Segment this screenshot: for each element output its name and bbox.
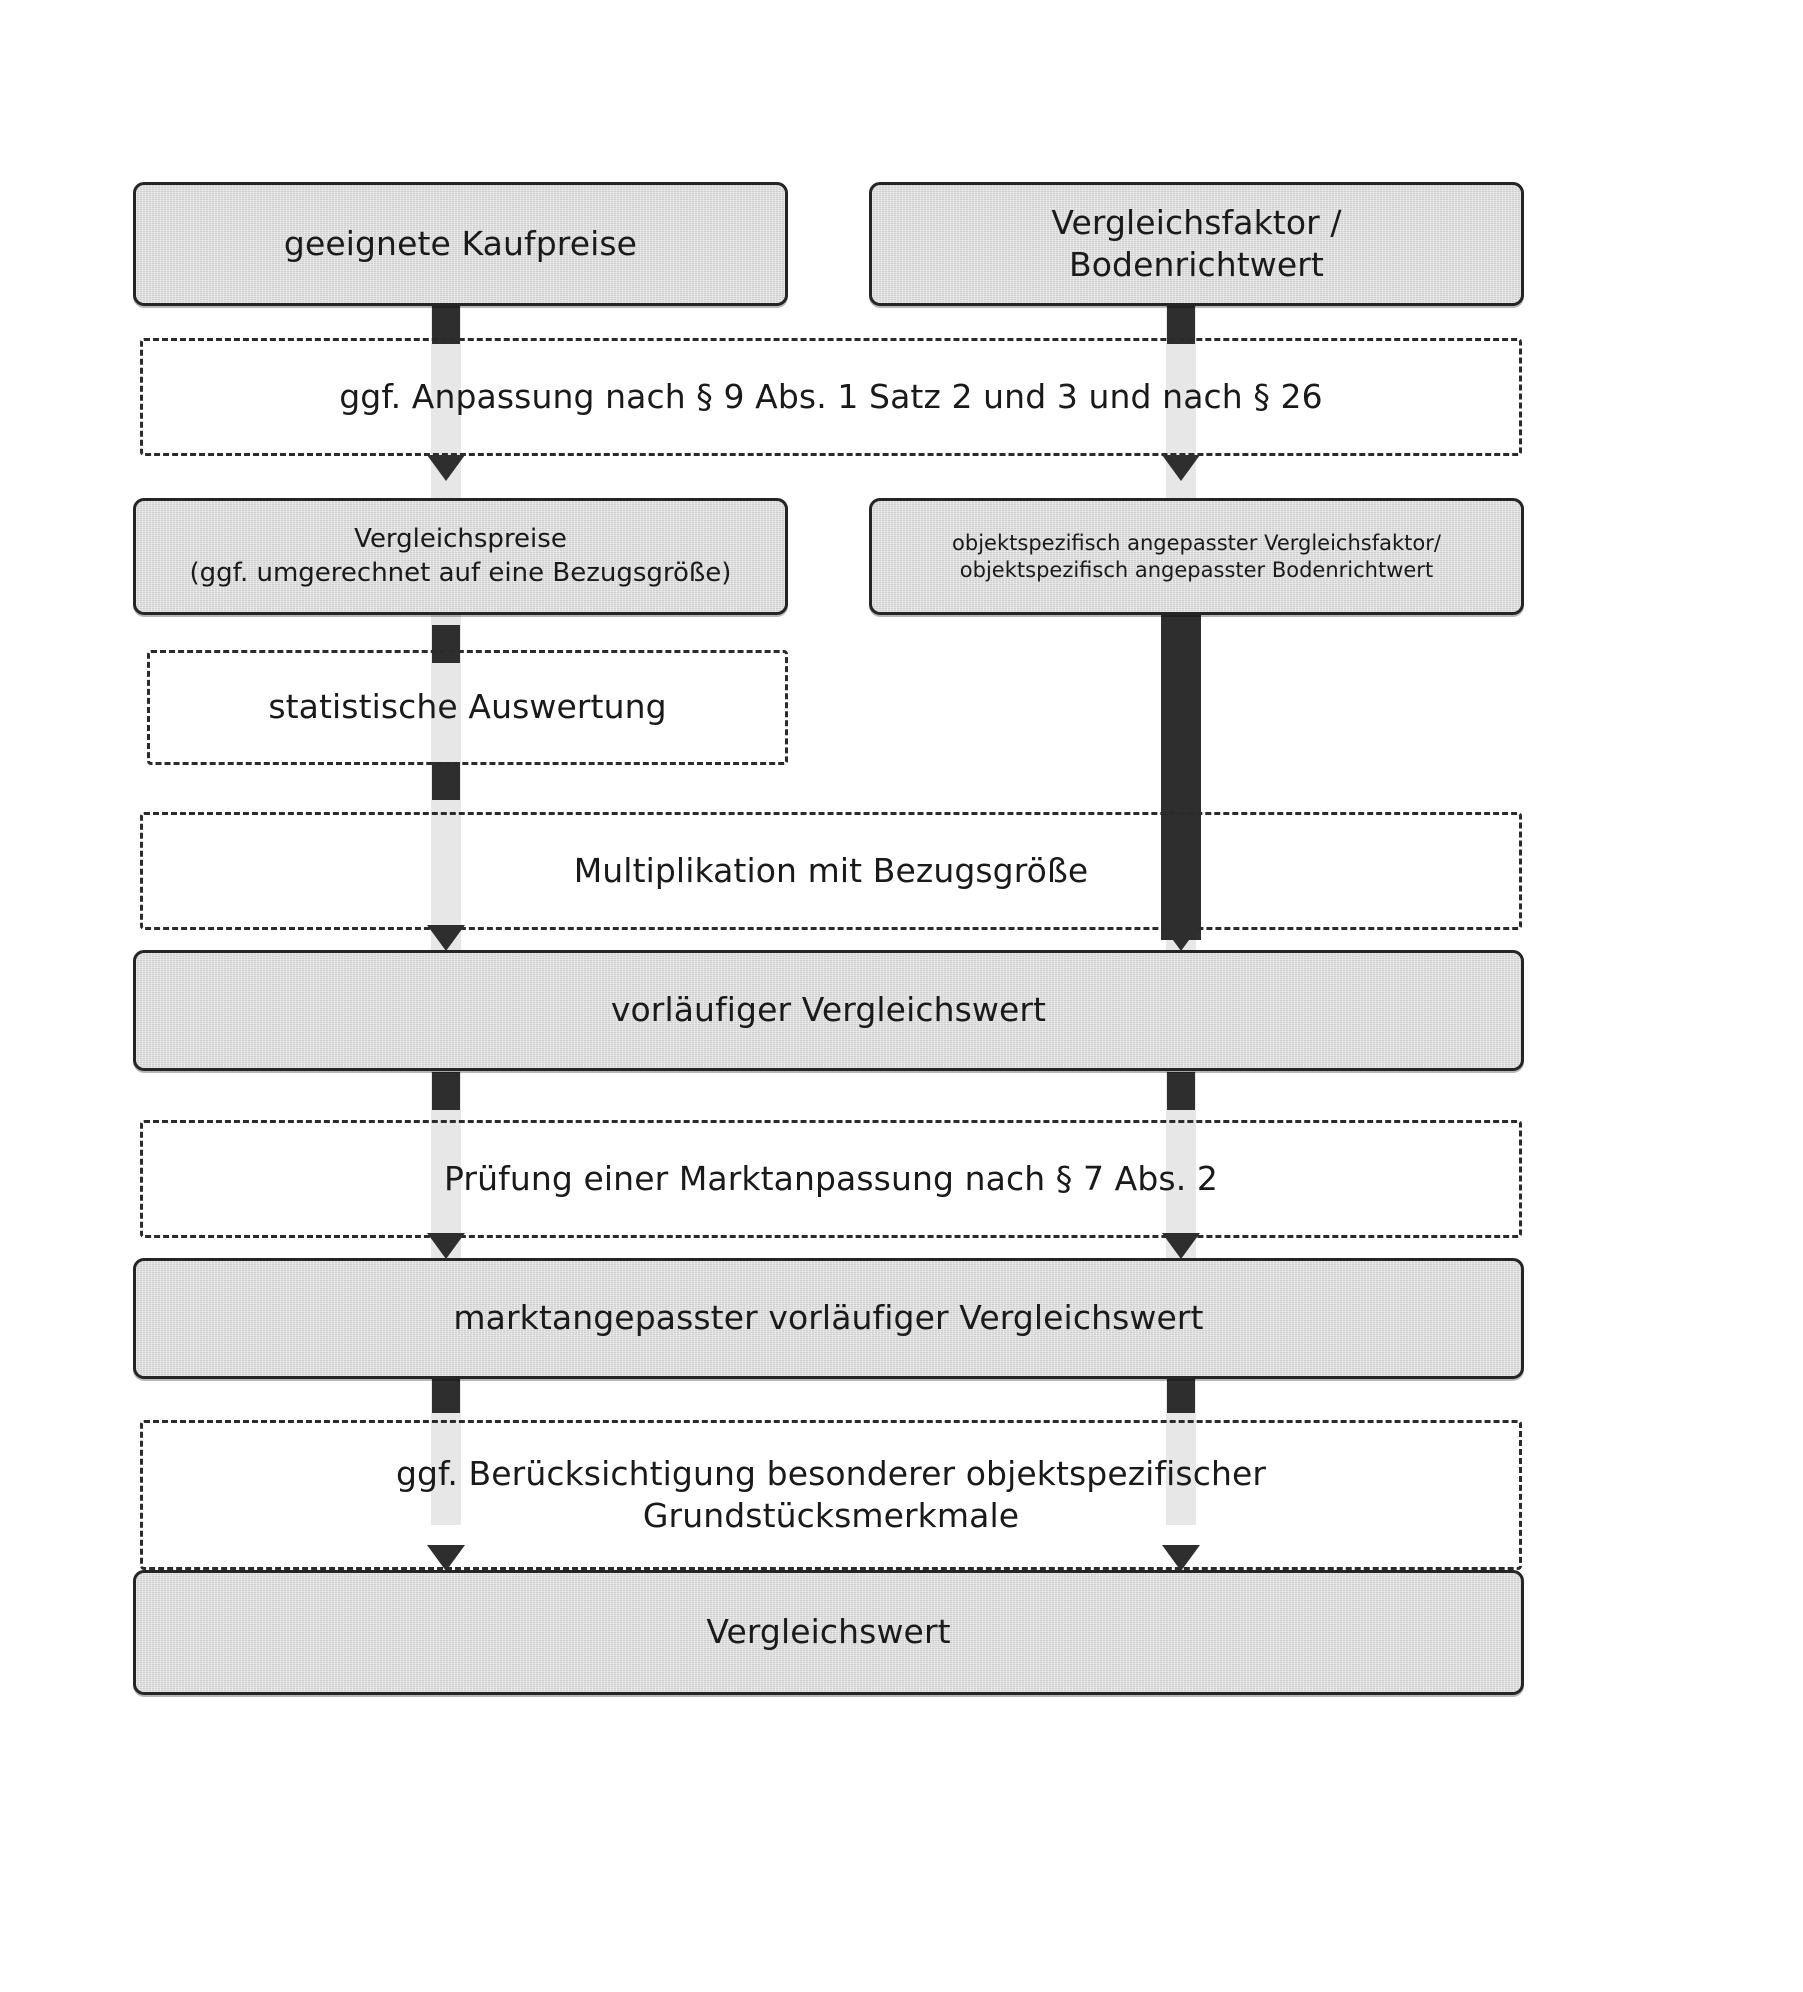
node-pruefung-marktanpassung-line-0: Prüfung einer Marktanpassung nach § 7 Ab… — [444, 1158, 1218, 1198]
node-vergleichsfaktor-bodenrichtwert-line-0: Vergleichsfaktor / — [1051, 202, 1342, 242]
node-ggf-beruecksichtigung-line-0: ggf. Berücksichtigung besonderer objekts… — [395, 1453, 1267, 1493]
connector-tick-left-4 — [432, 1072, 460, 1110]
connector-tick-left-1 — [432, 306, 460, 344]
node-vergleichswert-line-0: Vergleichswert — [706, 1612, 951, 1652]
node-ggf-anpassung-line-0: ggf. Anpassung nach § 9 Abs. 1 Satz 2 un… — [339, 376, 1323, 416]
node-multiplikation-bezugsgroesse-line-0: Multiplikation mit Bezugsgröße — [573, 850, 1089, 890]
node-vergleichswert[interactable]: Vergleichswert — [133, 1570, 1524, 1695]
arrow-head-right-to-objektspezifisch — [1162, 455, 1200, 481]
connector-tick-right-1 — [1167, 306, 1195, 344]
arrow-head-right-to-marktangepasster — [1162, 1233, 1200, 1259]
node-vorlaeufiger-vergleichswert[interactable]: vorläufiger Vergleichswert — [133, 950, 1524, 1071]
node-vergleichsfaktor-bodenrichtwert-line-1: Bodenrichtwert — [1069, 245, 1324, 284]
connector-tick-right-4 — [1167, 1072, 1195, 1110]
node-marktangepasster-vorlaeufiger-vergleichswert-line-0: marktangepasster vorläufiger Vergleichsw… — [453, 1298, 1204, 1338]
connector-tick-left-3 — [432, 762, 460, 800]
node-statistische-auswertung[interactable]: statistische Auswertung — [147, 650, 788, 765]
node-ggf-beruecksichtigung[interactable]: ggf. Berücksichtigung besonderer objekts… — [140, 1420, 1522, 1570]
node-objektspezifisch-angepasst-line-0: objektspezifisch angepasster Vergleichsf… — [952, 530, 1441, 555]
node-objektspezifisch-angepasst-line-1: objektspezifisch angepasster Bodenrichtw… — [959, 557, 1434, 582]
node-multiplikation-bezugsgroesse[interactable]: Multiplikation mit Bezugsgröße — [140, 812, 1522, 930]
node-vergleichsfaktor-bodenrichtwert[interactable]: Vergleichsfaktor / Bodenrichtwert — [869, 182, 1524, 306]
connector-thick-right — [1161, 610, 1201, 940]
node-vergleichspreise-line-0: Vergleichspreise — [354, 524, 567, 555]
arrow-head-left-to-vorlaeufiger — [427, 925, 465, 951]
node-statistische-auswertung-line-0: statistische Auswertung — [268, 687, 667, 727]
connector-tick-right-5 — [1167, 1375, 1195, 1413]
connector-tick-left-5 — [432, 1375, 460, 1413]
arrow-head-right-to-vorlaeufiger — [1162, 925, 1200, 951]
node-marktangepasster-vorlaeufiger-vergleichswert[interactable]: marktangepasster vorläufiger Vergleichsw… — [133, 1258, 1524, 1379]
arrow-head-left-to-vergleichswert — [427, 1545, 465, 1571]
arrow-head-left-to-vergleichspreise — [427, 455, 465, 481]
node-vorlaeufiger-vergleichswert-line-0: vorläufiger Vergleichswert — [610, 990, 1047, 1030]
connector-tick-left-2 — [432, 625, 460, 663]
arrow-head-left-to-marktangepasster — [427, 1233, 465, 1259]
node-geeignete-kaufpreise[interactable]: geeignete Kaufpreise — [133, 182, 788, 306]
arrow-head-right-to-vergleichswert — [1162, 1545, 1200, 1571]
node-objektspezifisch-angepasst[interactable]: objektspezifisch angepasster Vergleichsf… — [869, 498, 1524, 615]
node-ggf-beruecksichtigung-line-1: Grundstücksmerkmale — [642, 1496, 1020, 1535]
node-pruefung-marktanpassung[interactable]: Prüfung einer Marktanpassung nach § 7 Ab… — [140, 1120, 1522, 1238]
node-ggf-anpassung[interactable]: ggf. Anpassung nach § 9 Abs. 1 Satz 2 un… — [140, 338, 1522, 456]
node-vergleichspreise-line-1: (ggf. umgerechnet auf eine Bezugsgröße) — [189, 557, 732, 588]
node-vergleichspreise[interactable]: Vergleichspreise (ggf. umgerechnet auf e… — [133, 498, 788, 615]
node-geeignete-kaufpreise-line-0: geeignete Kaufpreise — [283, 223, 638, 263]
